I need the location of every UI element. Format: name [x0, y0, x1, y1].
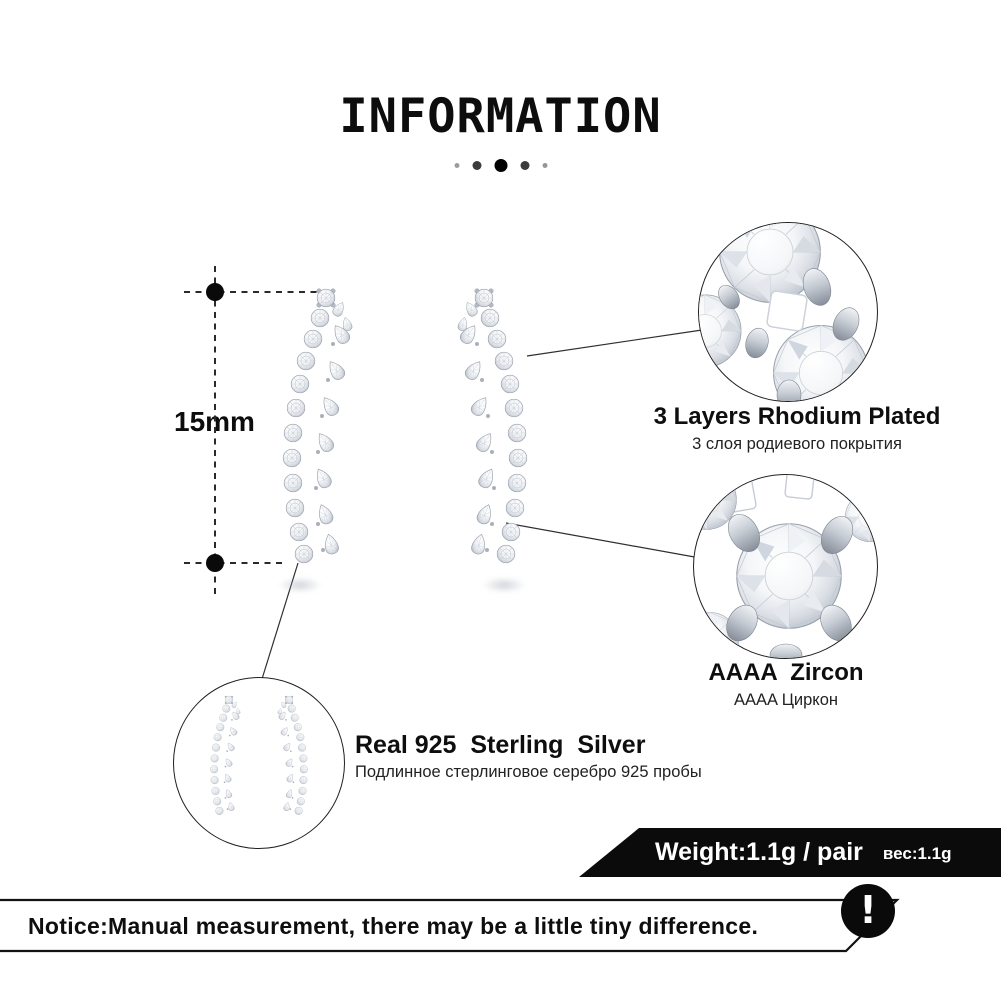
- measure-top-dot: [206, 283, 224, 301]
- left-earring-image: [250, 282, 370, 582]
- measure-bottom-dot: [206, 554, 224, 572]
- magnifier-circle-zircon: [693, 474, 878, 659]
- feature-rhodium-title: 3 Layers Rhodium Plated: [653, 403, 941, 430]
- left-earring-reflection: [278, 577, 322, 593]
- weight-label-ru: вес:1.1g: [882, 843, 952, 863]
- feature-silver-title: Real 925 Sterling Silver: [355, 731, 646, 759]
- feature-zircon: AAAA Zircon AAAA Циркон: [626, 659, 946, 710]
- exclamation-icon: !: [841, 884, 895, 938]
- leader-line-rhodium: [526, 329, 703, 357]
- feature-zircon-subtitle: AAAA Циркон: [734, 691, 838, 709]
- feature-silver: Real 925 Sterling Silver Подлинное стерл…: [355, 731, 775, 782]
- leader-line-silver: [261, 562, 299, 680]
- weight-label: Weight:1.1g / pair: [655, 838, 863, 866]
- page-title: INFORMATION: [339, 89, 662, 144]
- leader-line-zircon: [505, 522, 701, 559]
- notice-ribbon: [0, 898, 900, 953]
- zircon-closeup-image: [694, 475, 877, 658]
- feature-silver-subtitle: Подлинное стерлинговое серебро 925 пробы: [355, 763, 702, 781]
- rhodium-closeup-image: [699, 223, 869, 401]
- feature-zircon-title: AAAA Zircon: [708, 659, 864, 686]
- right-earring-reflection: [482, 577, 526, 593]
- earring-pair-image: [174, 678, 344, 848]
- dot-icon: [542, 162, 547, 168]
- notice-text: Notice:Manual measurement, there may be …: [28, 913, 759, 939]
- dot-icon: [454, 162, 459, 168]
- feature-rhodium-subtitle: 3 слоя родиевого покрытия: [692, 435, 902, 453]
- right-earring-image: [440, 282, 560, 582]
- decorative-dots: [454, 158, 547, 172]
- dot-icon: [494, 158, 507, 172]
- dot-icon: [472, 160, 481, 170]
- exclamation-glyph: !: [859, 887, 877, 932]
- magnifier-circle-rhodium: [698, 222, 878, 402]
- weight-banner: Weight:1.1g / pair вес:1.1g: [579, 828, 1001, 877]
- dot-icon: [520, 160, 529, 170]
- magnifier-circle-pair: [173, 677, 345, 849]
- feature-rhodium: 3 Layers Rhodium Plated 3 слоя родиевого…: [587, 403, 1001, 454]
